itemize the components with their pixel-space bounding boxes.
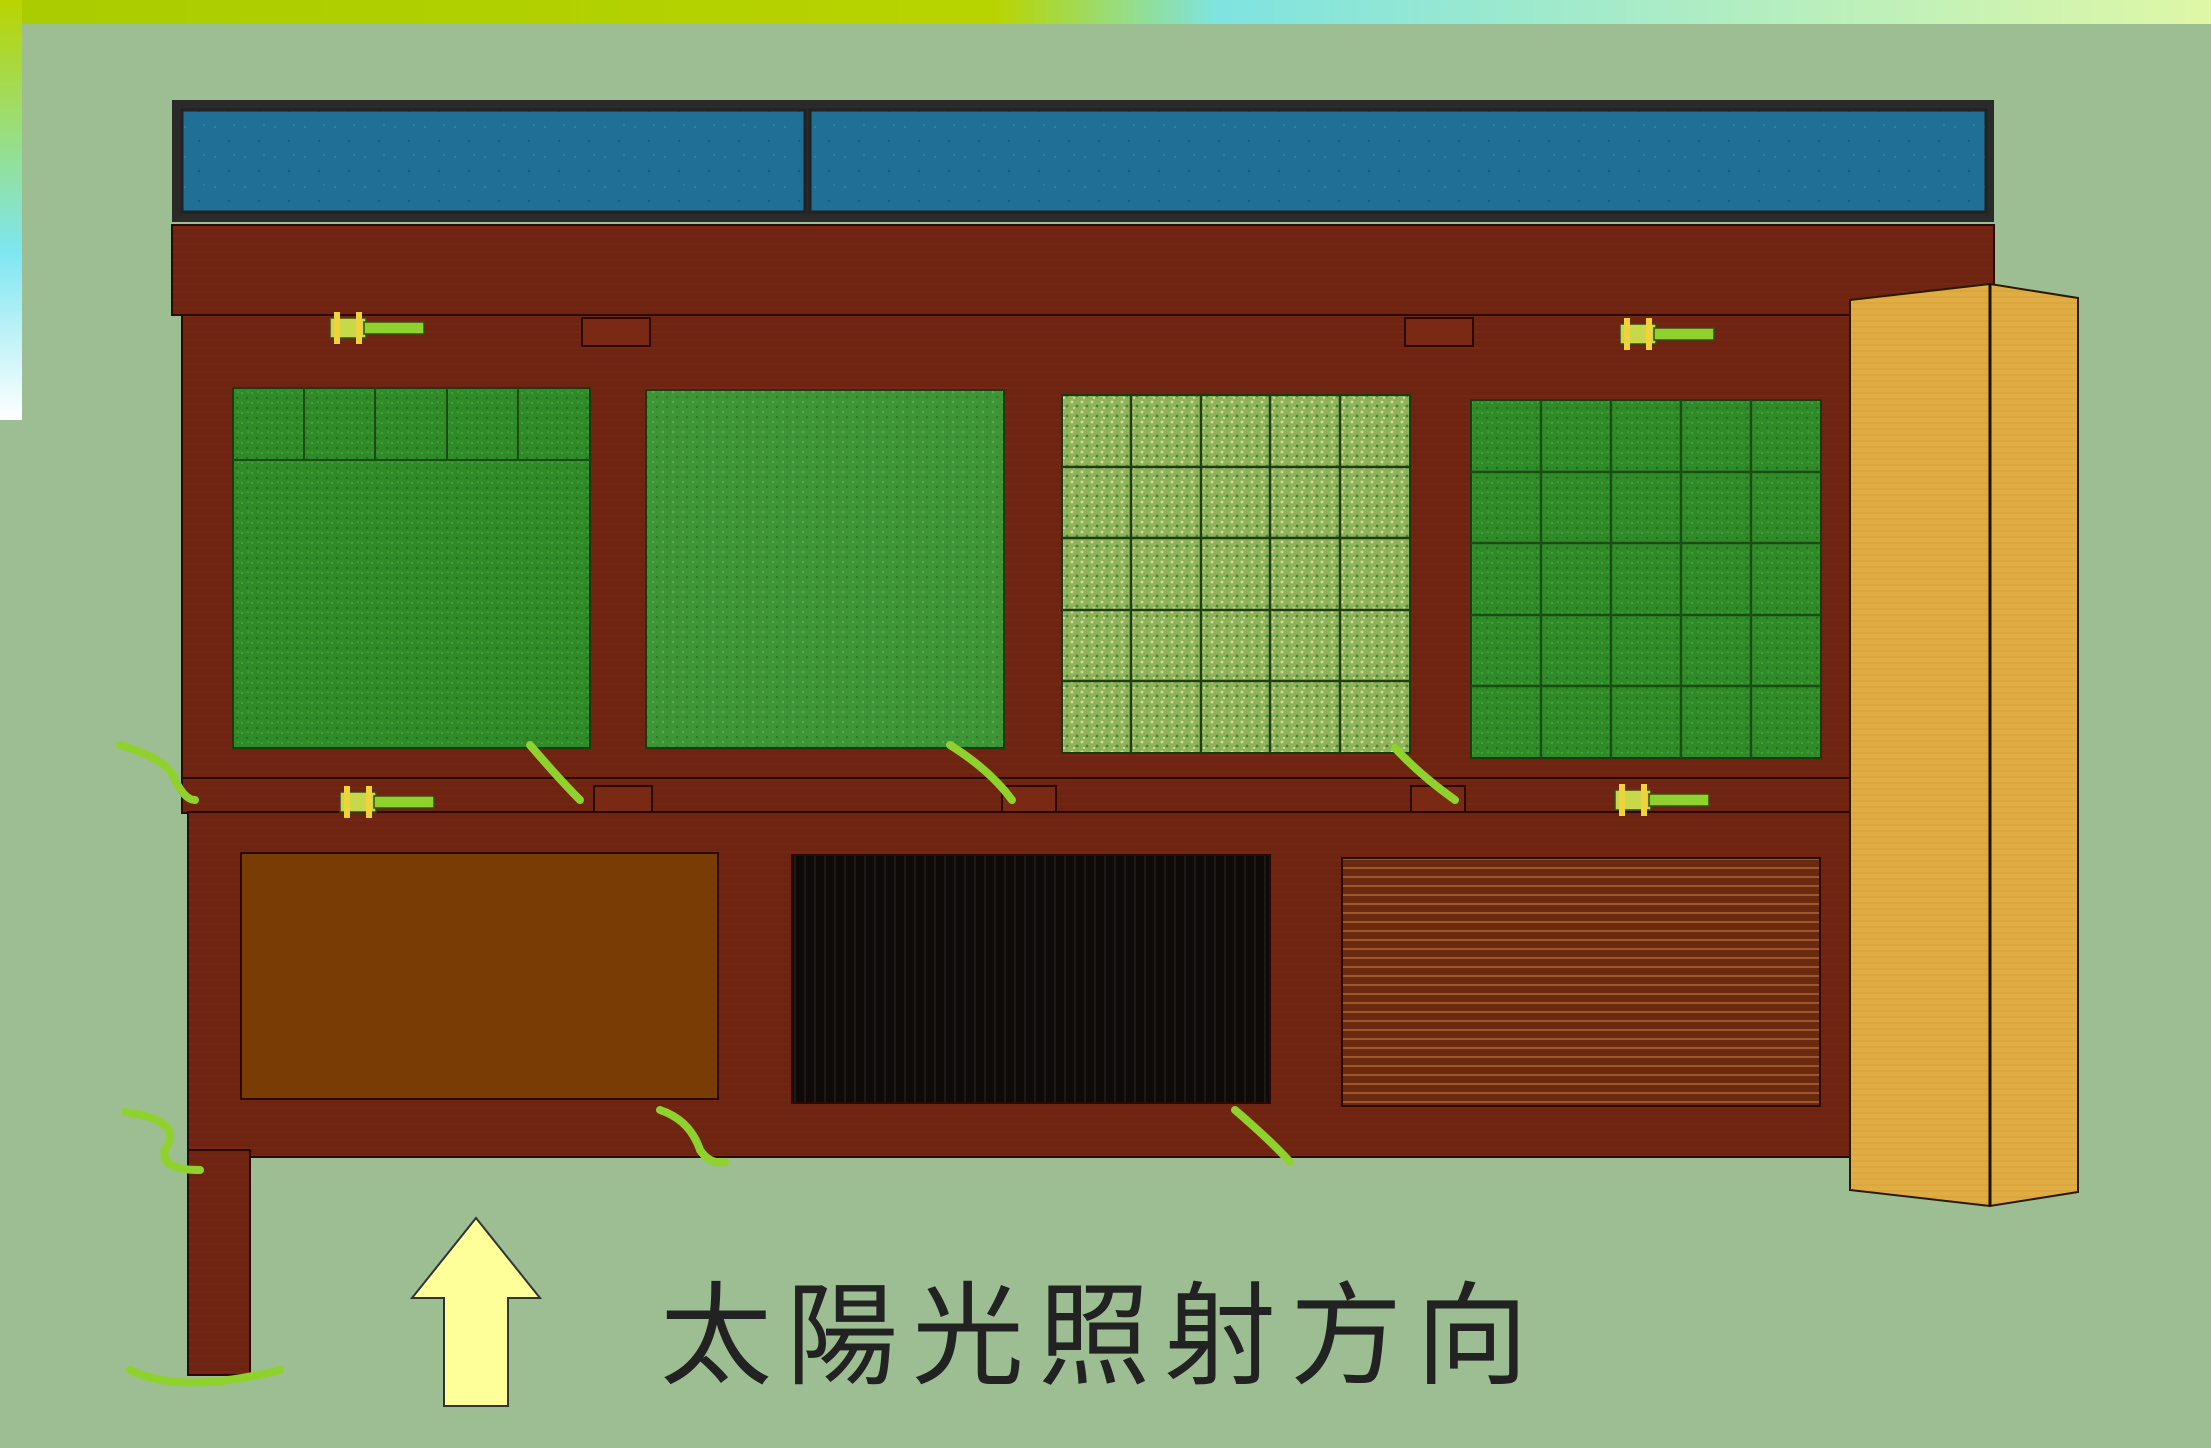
side-door [1849,282,2079,1208]
left-decor-strip [0,0,22,420]
top-banner [0,0,2211,24]
water-tank [172,100,1994,222]
clip-clamp-icon [329,312,1715,818]
upper-panel-1 [232,387,591,749]
lower-panel-1 [240,852,719,1100]
upper-panel-2 [645,389,1005,749]
upper-panel-4 [1470,399,1822,759]
lower-panel-3 [1341,857,1821,1107]
hose-pipe-icon [116,741,1459,1387]
lower-panel-2 [791,854,1271,1104]
upper-panel-3 [1061,394,1411,754]
up-arrow-icon [409,1216,543,1407]
caption-sunlight-direction: 太陽光照射方向 [660,1272,1542,1402]
